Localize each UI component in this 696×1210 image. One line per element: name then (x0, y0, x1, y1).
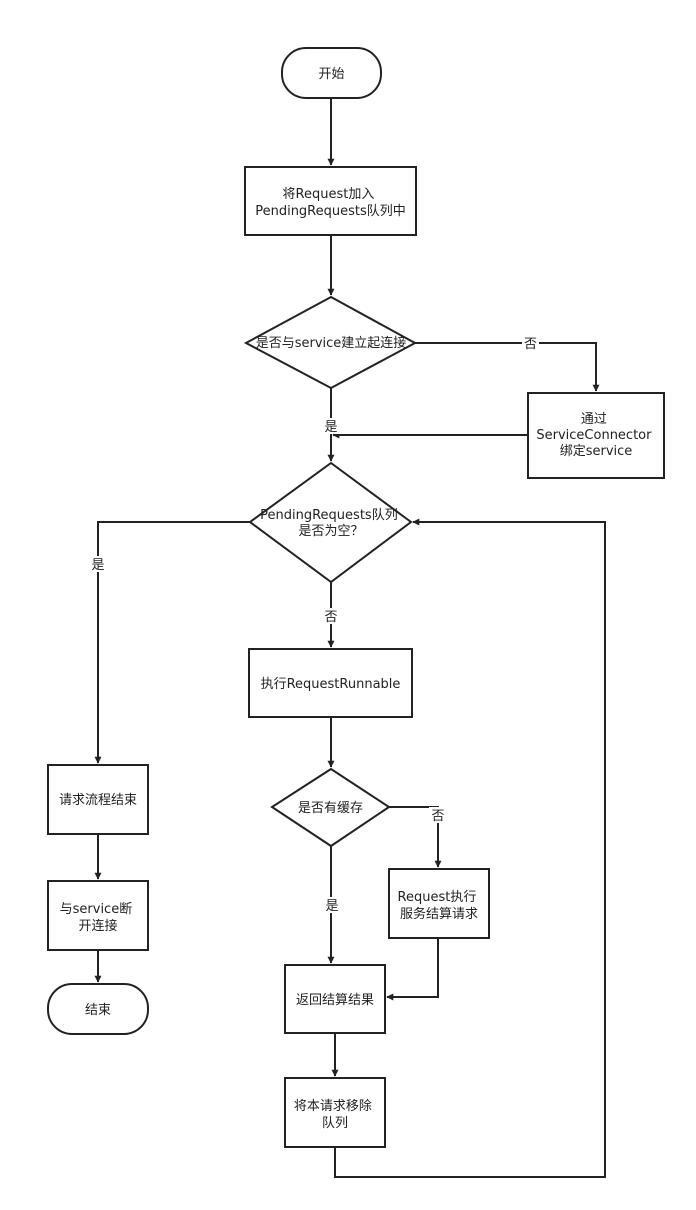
node-request-server-line-1: Request执行 (398, 890, 477, 905)
edge-label-connected-yes: 是 (324, 420, 337, 435)
svg-text:Request执行 服务结算请求: Request执行 服务结算请求 (398, 890, 481, 922)
edges (94, 98, 606, 1178)
edge-label-queue-empty-yes: 是 (91, 558, 104, 573)
node-add-pending-line-2: PendingRequests队列中 (255, 204, 406, 219)
node-has-cache-line-1: 是否有缓存 (298, 801, 363, 816)
edge-labels: 否 是 是 否 否 是 (89, 335, 539, 914)
node-return-result: 返回结算结果 (284, 964, 386, 1034)
node-return-result-line-1: 返回结算结果 (296, 993, 374, 1008)
node-is-connected: 是否与service建立起连接 (243, 295, 418, 390)
svg-text:与service断 开连接: 与service断 开连接 (60, 902, 137, 934)
node-request-server-line-2: 服务结算请求 (400, 906, 478, 922)
node-add-pending: 将Request加入 PendingRequests队列中 (244, 166, 417, 236)
svg-text:通过 ServiceConnector: 通过 ServiceConnector 绑定service (536, 412, 655, 459)
node-bind-service-line-2: ServiceConnector (536, 428, 652, 443)
node-bind-service-line-3: 绑定service (560, 444, 633, 459)
node-request-done: 请求流程结束 (47, 764, 149, 835)
node-queue-empty: PendingRequests队列 是否为空？ (248, 461, 413, 584)
svg-text:结束: 结束 (85, 1003, 111, 1018)
svg-text:PendingRequests队列 是否为空？: PendingRequests队列 是否为空？ (260, 508, 402, 539)
svg-text:请求流程结束: 请求流程结束 (59, 793, 137, 808)
node-remove-request-line-2: 队列 (322, 1116, 348, 1131)
node-add-pending-line-1: 将Request加入 (283, 187, 375, 202)
svg-text:将本请求移除 队列: 将本请求移除 队列 (294, 1099, 376, 1131)
node-start: 开始 (281, 47, 382, 99)
svg-text:执行RequestRunnable: 执行RequestRunnable (261, 677, 401, 692)
node-queue-empty-line-1: PendingRequests队列 (260, 508, 398, 523)
edge-label-cache-no: 否 (431, 809, 444, 824)
node-run-runnable-line-1: 执行RequestRunnable (261, 677, 401, 692)
edge-request-server-to-return (386, 938, 439, 1001)
node-bind-service: 通过 ServiceConnector 绑定service (527, 392, 665, 479)
edge-queue-empty-yes (94, 521, 250, 764)
node-disconnect-line-2: 开连接 (78, 918, 117, 934)
svg-text:是否有缓存: 是否有缓存 (298, 801, 363, 816)
node-bind-service-line-1: 通过 (581, 412, 607, 427)
node-is-connected-line-1: 是否与service建立起连接 (256, 335, 407, 351)
edge-label-queue-empty-no: 否 (324, 610, 337, 625)
node-remove-request-line-1: 将本请求移除 (294, 1099, 372, 1114)
svg-text:是否与service建立起连接: 是否与service建立起连接 (256, 335, 407, 351)
node-disconnect-line-1: 与service断 (60, 902, 133, 917)
edge-is-connected-no (415, 342, 600, 392)
svg-text:将Request加入 PendingReques: 将Request加入 PendingRequests队列中 (255, 187, 406, 219)
svg-text:返回结算结果: 返回结算结果 (296, 993, 374, 1008)
node-run-runnable: 执行RequestRunnable (248, 648, 413, 718)
svg-text:开始: 开始 (318, 67, 344, 82)
node-request-done-line-1: 请求流程结束 (59, 793, 137, 808)
node-end-line-1: 结束 (85, 1003, 111, 1018)
node-disconnect: 与service断 开连接 (47, 880, 149, 951)
edge-label-connected-no: 否 (524, 337, 537, 352)
edge-label-cache-yes: 是 (325, 899, 338, 914)
node-queue-empty-line-2: 是否为空？ (298, 524, 363, 539)
node-start-line-1: 开始 (318, 67, 344, 82)
node-end: 结束 (47, 983, 149, 1035)
node-remove-request: 将本请求移除 队列 (284, 1077, 386, 1148)
edge-remove-loop-back (334, 518, 606, 1178)
node-has-cache: 是否有缓存 (270, 767, 391, 848)
node-request-server: Request执行 服务结算请求 (388, 868, 490, 939)
